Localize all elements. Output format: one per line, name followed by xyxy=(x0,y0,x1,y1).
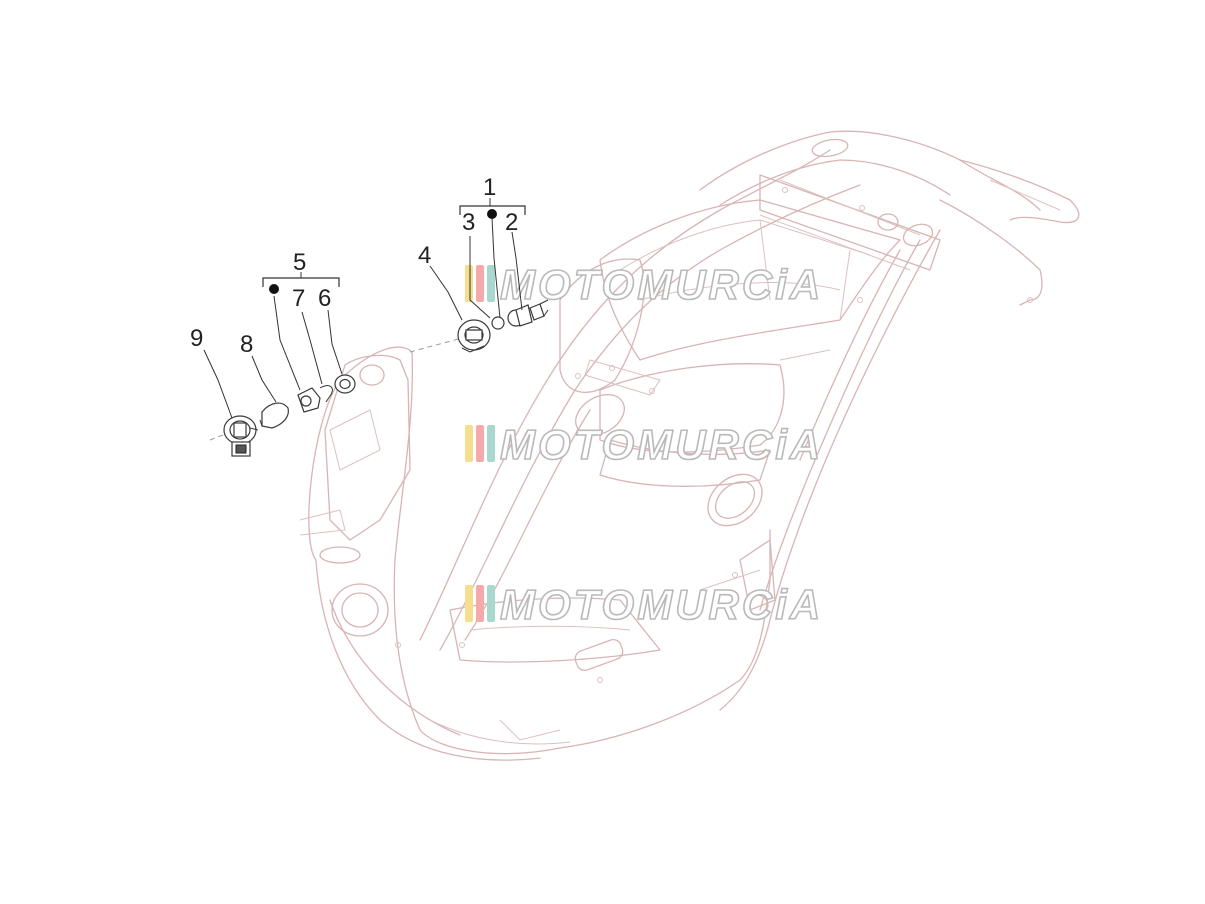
callout-2: 2 xyxy=(505,209,518,236)
watermark-middle: MOTOMURCiA xyxy=(465,420,823,469)
callout-4: 4 xyxy=(418,242,431,269)
part-9-ignition-switch xyxy=(223,415,259,457)
part-7-spring-clip xyxy=(297,385,333,413)
watermark-stripes xyxy=(465,425,495,462)
watermark-stripe xyxy=(465,585,473,622)
leader-3 xyxy=(469,236,491,319)
watermark-stripe xyxy=(476,585,484,622)
leader-2 xyxy=(511,231,523,311)
part-2-lock-cylinder xyxy=(507,299,549,327)
bullet-group-5 xyxy=(269,284,279,294)
leader-6 xyxy=(327,309,343,375)
bracket-group-1 xyxy=(459,205,526,215)
callout-3: 3 xyxy=(462,209,475,236)
part-3-o-ring xyxy=(491,316,505,330)
leader-bullet-5 xyxy=(273,295,301,391)
watermark-stripes xyxy=(465,585,495,622)
alignment-line-upper xyxy=(409,337,463,353)
part-4-lock-housing xyxy=(457,319,491,353)
leader-8 xyxy=(251,355,277,403)
watermark-text: MOTOMURCiA xyxy=(500,421,823,468)
watermark-top: MOTOMURCiA xyxy=(465,260,823,309)
alignment-line-lower xyxy=(209,432,229,441)
callout-7: 7 xyxy=(292,285,305,312)
leader-o-ring-dot xyxy=(491,217,501,319)
watermark-stripe xyxy=(487,265,495,302)
callout-6: 6 xyxy=(318,285,331,312)
part-6-nut xyxy=(334,374,356,394)
watermark-text: MOTOMURCiA xyxy=(500,261,823,308)
watermark-stripe xyxy=(487,425,495,462)
watermark-stripe xyxy=(476,425,484,462)
watermark-text: MOTOMURCiA xyxy=(500,581,823,628)
callout-5: 5 xyxy=(293,249,306,276)
leader-7 xyxy=(301,311,323,385)
watermark-bottom: MOTOMURCiA xyxy=(465,580,823,629)
watermark-stripe xyxy=(465,425,473,462)
bullet-group-1 xyxy=(487,209,497,219)
leader-9 xyxy=(203,349,233,419)
callout-9: 9 xyxy=(190,325,203,352)
watermark-stripes xyxy=(465,265,495,302)
watermark-stripe xyxy=(465,265,473,302)
leader-4 xyxy=(429,265,463,321)
callout-8: 8 xyxy=(240,331,253,358)
part-8-cover xyxy=(259,402,289,429)
watermark-stripe xyxy=(476,265,484,302)
callout-1: 1 xyxy=(483,174,496,201)
watermark-stripe xyxy=(487,585,495,622)
